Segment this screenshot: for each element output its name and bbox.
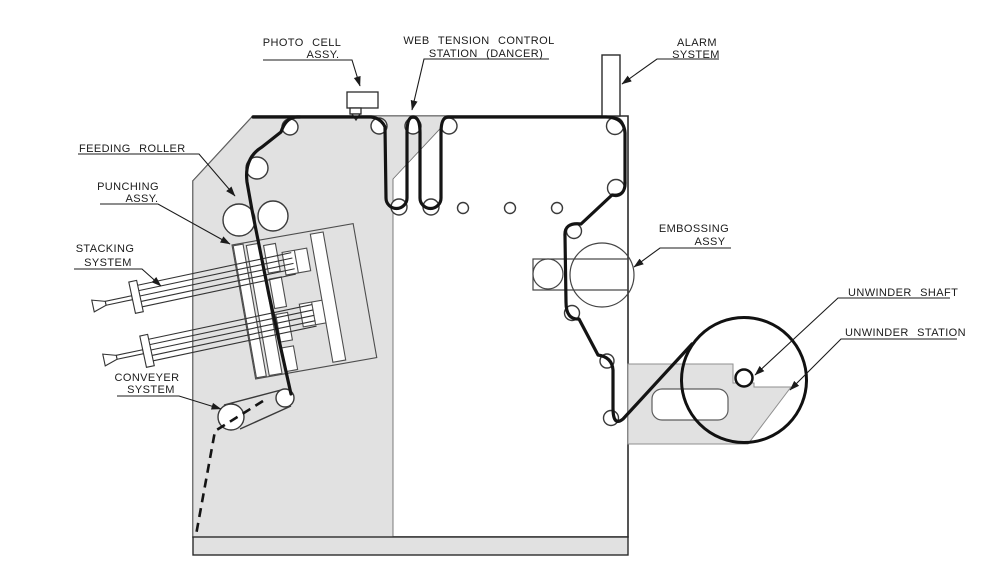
callout-leaders <box>74 58 957 410</box>
conveyer-label: CONVEYER <box>115 372 180 384</box>
web-tension-label: WEB TENSION CONTROL <box>403 35 554 47</box>
idler-hole <box>456 201 470 215</box>
rod-crossbar <box>128 279 144 314</box>
stacking-leader <box>74 268 162 287</box>
unwinder-shaft-label: UNWINDER SHAFT <box>848 287 958 299</box>
unwinder-station-slot <box>651 388 729 421</box>
stacking-label: STACKING <box>76 243 135 255</box>
photo-cell-box <box>346 91 379 109</box>
embossing-leader <box>633 247 731 268</box>
rod-rails <box>137 252 296 308</box>
embossing-label: ASSY <box>695 236 726 248</box>
photo-cell-label: PHOTO CELL <box>263 37 342 49</box>
embossing-pressure-roller <box>532 258 564 290</box>
punch-segment <box>262 242 281 274</box>
punching-leader <box>100 203 231 245</box>
machine-base <box>192 536 629 556</box>
conveyor-pulley-left <box>217 403 245 431</box>
conveyer-leader <box>117 395 222 410</box>
feeding-roller-leader <box>78 153 236 197</box>
punch-plate-frame <box>231 223 378 380</box>
stacking-rod-upper <box>91 252 296 314</box>
photo-cell-label: ASSY. <box>307 49 340 61</box>
rod-handle-cone <box>91 299 107 313</box>
photo-cell-stem <box>349 107 362 115</box>
bottom-right-roller <box>602 409 620 427</box>
punching-label: ASSY. <box>126 193 159 205</box>
stacking-label: SYSTEM <box>84 257 132 269</box>
alarm-tower <box>601 54 621 117</box>
unwinder-station-label: UNWINDER STATION <box>845 327 966 339</box>
punch-block-upper <box>281 247 312 276</box>
web-tension-leader <box>410 58 549 111</box>
idler-hole <box>550 201 564 215</box>
web-tension-label: STATION (DANCER) <box>429 48 543 60</box>
punch-bar <box>232 243 267 379</box>
idler-hole <box>503 201 517 215</box>
embossing-assembly <box>532 242 635 308</box>
feeding-roller-label: FEEDING ROLLER <box>79 143 186 155</box>
rod-handle-cone <box>102 353 118 367</box>
rod-crossbar <box>139 333 155 368</box>
punch-bar-long <box>309 231 347 363</box>
embossing-label: EMBOSSING <box>659 223 729 235</box>
unwinder-shaft-leader <box>754 297 950 376</box>
conveyer-system <box>217 388 295 431</box>
conveyer-label: SYSTEM <box>127 384 175 396</box>
alarm-label: ALARM <box>677 37 717 49</box>
alarm-label: SYSTEM <box>672 49 720 61</box>
belt-bottom <box>239 405 292 430</box>
stacking-rod-lower <box>102 304 317 368</box>
photo-cell-leader <box>263 59 361 87</box>
belt-top <box>223 389 282 406</box>
alarm-leader <box>621 58 719 85</box>
punching-label: PUNCHING <box>97 181 159 193</box>
unwinder-shaft-hub <box>734 368 754 388</box>
rod-shaft <box>115 349 145 360</box>
embossing-roller <box>569 242 635 308</box>
web-path <box>244 115 694 423</box>
web-route <box>244 115 694 423</box>
rod-rails <box>148 304 317 362</box>
callout-texts: PHOTO CELL ASSY. WEB TENSION CONTROL STA… <box>76 35 966 396</box>
conveyor-swing-dashed-line <box>194 399 264 536</box>
unwinder-paper-roll <box>680 316 808 444</box>
unwinder-station-leader <box>789 338 957 391</box>
feed-nip-roller-right <box>257 200 289 232</box>
rod-shaft <box>104 295 134 306</box>
